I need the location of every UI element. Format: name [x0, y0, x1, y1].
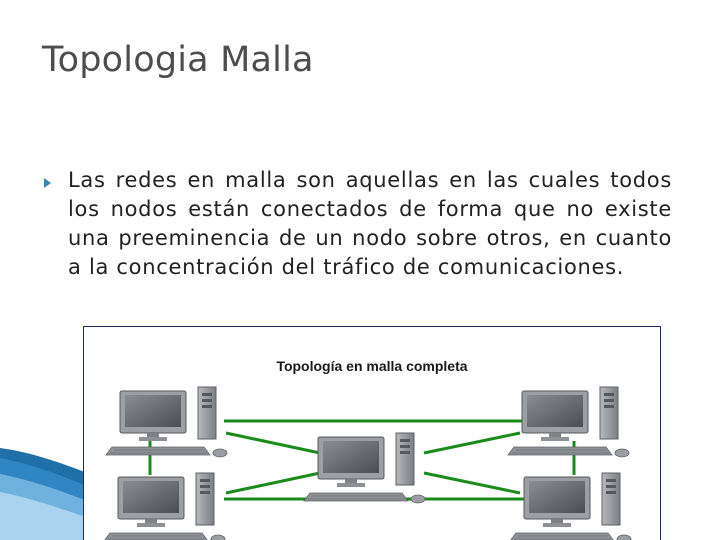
decorative-wave-icon — [0, 448, 100, 540]
bullet-item: Las redes en malla son aquellas en las c… — [44, 166, 672, 282]
bullet-text: Las redes en malla son aquellas en las c… — [68, 168, 672, 279]
computer-node-center — [303, 432, 426, 504]
computer-node-bottom-left — [103, 472, 226, 540]
computer-node-top-left — [105, 386, 228, 458]
computer-node-top-right — [507, 386, 630, 458]
mesh-diagram — [103, 386, 632, 540]
figure-caption: Topología en malla completa — [276, 358, 468, 374]
link-top-right-center — [423, 431, 521, 455]
link-bottom-right-center — [423, 471, 521, 495]
slide-title: Topologia Malla — [42, 40, 314, 80]
mesh-topology-figure: Topología en malla completa — [83, 326, 661, 540]
bullet-arrow-icon — [44, 178, 51, 188]
link-bottom-left-center — [225, 471, 321, 495]
computer-node-bottom-right — [509, 472, 632, 540]
link-top-left-center — [225, 431, 321, 455]
